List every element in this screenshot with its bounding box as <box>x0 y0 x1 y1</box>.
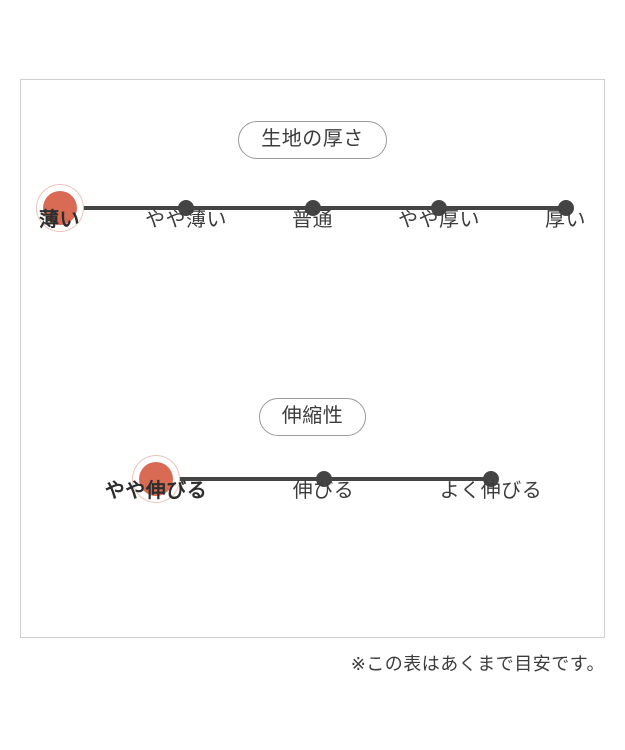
thickness-dot-1[interactable] <box>178 200 194 216</box>
thickness-title-row: 生地の厚さ <box>21 121 604 159</box>
thickness-label-row: 薄い やや薄い 普通 やや厚い 厚い <box>39 208 586 242</box>
thickness-label-0: 薄い <box>39 209 80 231</box>
thickness-dot-3[interactable] <box>431 200 447 216</box>
thickness-label-2: 普通 <box>292 209 333 231</box>
spec-card: 生地の厚さ 薄い やや薄い 普通 やや厚い 厚い 伸縮性 <box>20 79 605 638</box>
stretch-title-pill: 伸縮性 <box>258 398 367 436</box>
thickness-label-1: やや薄い <box>145 209 227 231</box>
stretch-dot-0[interactable] <box>139 462 173 496</box>
stretch-label-2: よく伸びる <box>439 480 543 502</box>
thickness-label-3: やや厚い <box>398 209 480 231</box>
footnote-disclaimer: ※この表はあくまで目安です。 <box>350 654 605 674</box>
stretch-scale-block: 伸縮性 やや伸びる 伸びる よく伸びる <box>21 398 604 513</box>
thickness-dot-4[interactable] <box>557 200 574 216</box>
stretch-title-row: 伸縮性 <box>21 398 604 436</box>
stretch-label-row: やや伸びる 伸びる よく伸びる <box>105 479 542 513</box>
thickness-dot-0[interactable] <box>42 191 77 225</box>
stretch-label-0: やや伸びる <box>104 480 208 502</box>
thickness-dot-2[interactable] <box>304 200 321 216</box>
thickness-label-4: 厚い <box>545 209 586 231</box>
stretch-label-1: 伸びる <box>292 480 355 502</box>
thickness-title-pill: 生地の厚さ <box>238 121 387 159</box>
stretch-dot-1[interactable] <box>315 471 332 487</box>
thickness-scale-block: 生地の厚さ 薄い やや薄い 普通 やや厚い 厚い <box>21 121 604 242</box>
stretch-dot-2[interactable] <box>483 471 499 487</box>
